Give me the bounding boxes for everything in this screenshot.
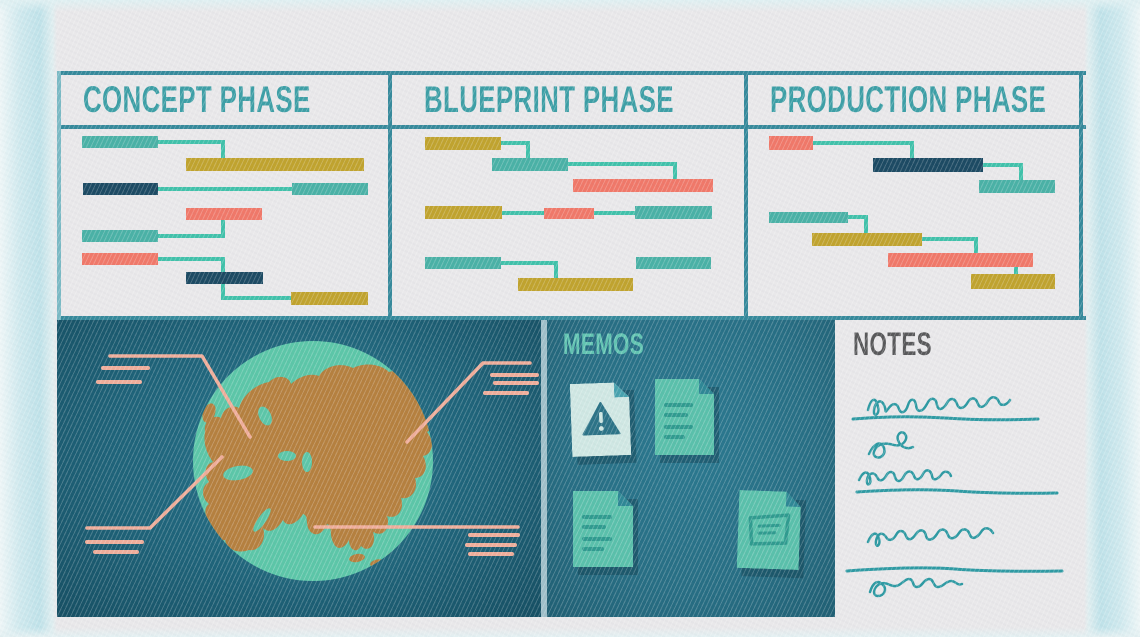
grid-line-left — [57, 71, 61, 320]
warning-triangle-icon — [581, 401, 620, 440]
gantt-bar-salmon — [769, 136, 813, 150]
text-line — [582, 547, 604, 551]
gantt-bar-teal — [292, 183, 368, 195]
planning-board: CONCEPT PHASE BLUEPRINT PHASE PRODUCTION P… — [57, 71, 1086, 617]
document-body — [573, 491, 633, 567]
phase-header-0: CONCEPT PHASE — [61, 75, 410, 125]
gantt-bar-navy — [873, 158, 983, 172]
document-body — [737, 490, 802, 570]
document-body — [570, 382, 632, 457]
text-line — [582, 515, 612, 519]
gantt-bar-navy — [83, 183, 158, 195]
gantt-bar-teal — [769, 212, 848, 223]
gantt-bar-salmon — [544, 208, 594, 219]
phase-header-2: PRODUCTION PHASE — [748, 75, 1104, 125]
gantt-bar-navy — [186, 272, 263, 284]
gantt-bar-teal — [82, 136, 158, 148]
notes-title: NOTES — [853, 326, 932, 362]
slide-card-icon — [745, 509, 792, 554]
gantt-bar-gold — [518, 278, 633, 291]
gantt-bar-salmon — [573, 179, 713, 192]
grid-line-col2 — [744, 71, 748, 320]
map-callout-annotations — [85, 354, 539, 556]
gantt-connector — [501, 141, 530, 161]
text-line — [664, 403, 693, 407]
phase-title: BLUEPRINT PHASE — [424, 79, 674, 120]
gantt-connector — [813, 141, 914, 160]
memos-title: MEMOS — [563, 328, 645, 361]
gantt-connector — [221, 284, 293, 300]
text-line — [664, 413, 688, 417]
handwriting-scribbles — [845, 396, 1064, 598]
phase-header-1: BLUEPRINT PHASE — [392, 75, 776, 125]
world-map-panel — [57, 320, 541, 617]
document-body — [655, 379, 714, 455]
gantt-bar-teal — [82, 230, 158, 242]
gantt-bar-teal — [492, 158, 568, 171]
gantt-connector — [501, 261, 558, 280]
memo-document-text — [655, 379, 719, 463]
gantt-bar-gold — [812, 233, 922, 246]
gantt-chart-2 — [769, 136, 1055, 289]
gantt-connector — [158, 140, 225, 163]
phase-title: CONCEPT PHASE — [83, 79, 311, 120]
grid-line-top — [57, 71, 1086, 75]
gantt-bar-salmon — [186, 208, 262, 220]
gantt-bar-salmon — [82, 253, 158, 265]
gantt-connector — [568, 162, 677, 181]
callout-leader-line — [85, 455, 224, 530]
watercolor-edge-bottom — [0, 627, 1140, 637]
gantt-bar-teal — [425, 257, 501, 269]
gantt-bar-gold — [291, 292, 368, 305]
grid-line-right — [1079, 71, 1083, 320]
gantt-connector — [158, 215, 225, 238]
gantt-chart-1 — [425, 137, 713, 291]
memo-document-text — [573, 491, 638, 575]
text-line — [664, 435, 686, 439]
gantt-connector — [848, 215, 868, 235]
callout-leader-line — [108, 354, 252, 439]
document-text-lines — [582, 515, 626, 557]
gantt-bar-gold — [186, 158, 364, 171]
watercolor-edge-left — [0, 0, 57, 637]
gantt-bar-salmon — [888, 253, 1033, 267]
gantt-connector — [158, 257, 225, 277]
memos-panel: MEMOS — [547, 320, 835, 617]
gantt-bar-teal — [636, 257, 711, 269]
gantt-bar-gold — [971, 274, 1055, 289]
text-line — [664, 425, 693, 429]
grid-line-header-separator — [57, 125, 1086, 129]
panel-divider — [541, 320, 547, 617]
text-line — [582, 525, 606, 529]
gantt-bar-teal — [979, 180, 1055, 193]
memo-document-card — [737, 490, 807, 579]
notes-panel: NOTES — [835, 320, 1086, 617]
gantt-chart-0 — [82, 136, 368, 305]
memo-document-warning — [570, 382, 637, 465]
gantt-connector — [983, 163, 1023, 182]
gantt-bar-gold — [425, 206, 502, 219]
gantt-bar-gold — [425, 137, 501, 150]
document-text-lines — [664, 403, 707, 445]
phase-title: PRODUCTION PHASE — [770, 79, 1047, 120]
grid-line-section-separator — [57, 316, 1086, 320]
watercolor-edge-top — [0, 0, 1140, 12]
grid-line-col1 — [388, 71, 392, 320]
callout-leader-line — [405, 361, 532, 444]
world-map-illustration — [85, 341, 539, 581]
gantt-connector — [922, 237, 978, 255]
gantt-bar-teal — [635, 206, 712, 219]
text-line — [582, 537, 612, 541]
